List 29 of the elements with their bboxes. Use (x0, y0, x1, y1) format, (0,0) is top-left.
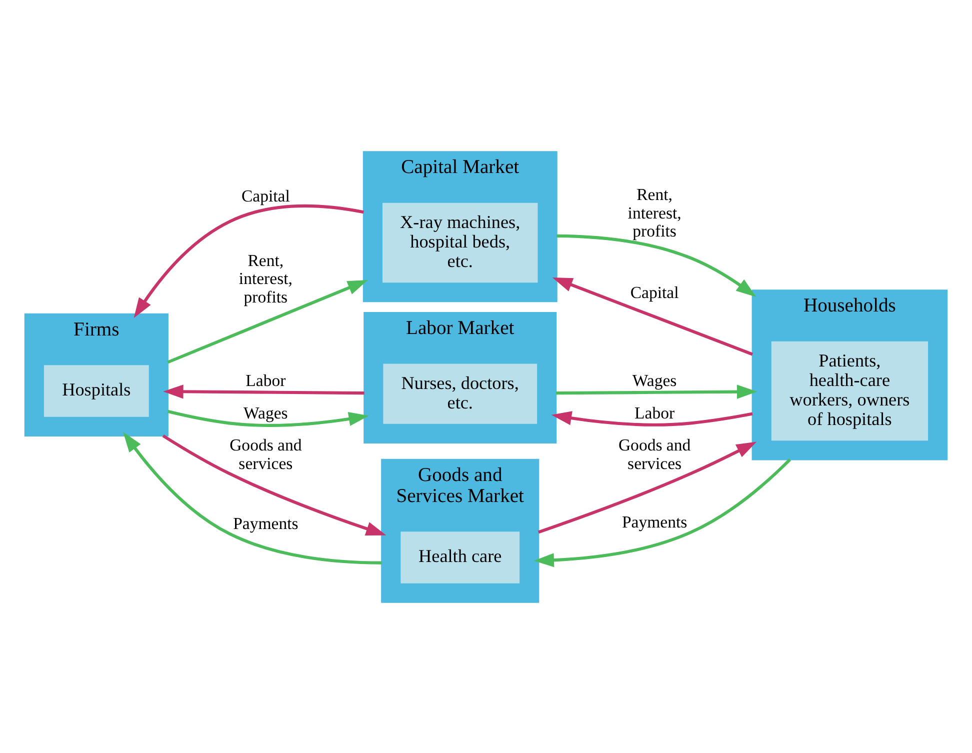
arrow (534, 458, 791, 567)
node-box: X-ray machines, hospital beds, etc. (382, 202, 538, 282)
edge-label: Goods and services (618, 435, 691, 472)
edge-label: Payments (233, 513, 298, 532)
arrow (162, 434, 386, 536)
arrow (167, 280, 368, 364)
node-box: Nurses, doctors, etc. (383, 363, 538, 424)
edge-label: Labor (246, 370, 286, 390)
edge-label: Goods and services (230, 435, 302, 472)
node-box: Hospitals (44, 364, 149, 416)
arrow (538, 441, 757, 534)
arrow (556, 384, 758, 398)
arrow (123, 432, 382, 564)
edge-label: Capital (241, 186, 290, 206)
arrow (163, 384, 364, 398)
edge-label: Payments (622, 512, 688, 532)
arrow (134, 204, 364, 318)
arrow (167, 409, 369, 426)
arrow (551, 410, 753, 426)
edge-label: Rent, interest, profits (238, 250, 292, 306)
edge-label: Wages (632, 370, 677, 390)
edge-label: Labor (634, 402, 675, 422)
edge-label: Wages (244, 402, 288, 422)
edge-label: Capital (630, 282, 679, 302)
edge-label: Rent, interest, profits (628, 184, 682, 240)
node-box: Health care (400, 531, 520, 583)
arrow (556, 234, 756, 296)
arrow (552, 277, 754, 356)
node-box: Patients, health-care workers, owners of hospitals (771, 340, 928, 440)
